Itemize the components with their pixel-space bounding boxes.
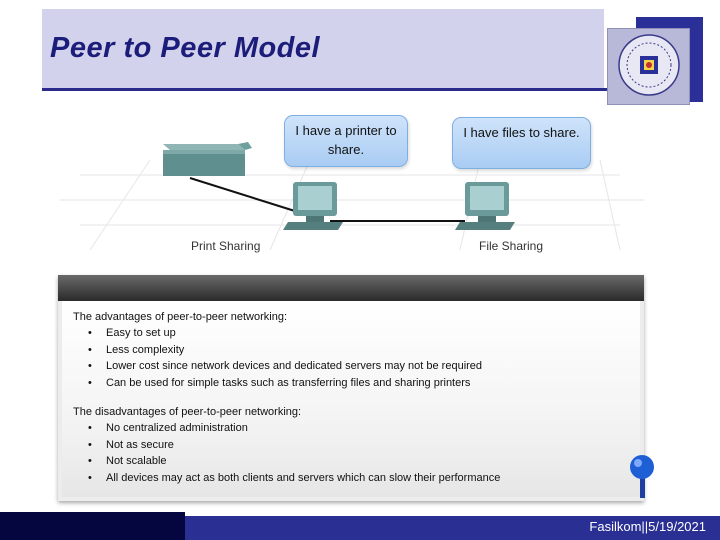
- list-item: • Not as secure: [88, 437, 500, 454]
- list-item: • All devices may act as both clients and…: [88, 470, 500, 487]
- footer-text: Fasilkom||5/19/2021: [589, 519, 706, 534]
- list-item-text: No centralized administration: [106, 422, 248, 434]
- network-diagram: [60, 142, 644, 251]
- info-panel: [58, 275, 644, 501]
- list-item: • Lower cost since network devices and de…: [88, 358, 482, 375]
- panel-body: [62, 301, 640, 497]
- computer-icon: [455, 182, 515, 230]
- printer-icon: [163, 142, 252, 176]
- footer-bar: [185, 516, 720, 540]
- printer-speech-bubble: I have a printer to share.: [284, 115, 408, 167]
- university-seal-icon: [618, 34, 680, 96]
- disadvantages-list: • No centralized administration • Not as s…: [88, 420, 500, 486]
- printer-cable: [189, 177, 299, 213]
- list-item-text: Not as secure: [106, 438, 174, 451]
- list-item-text: Can be used for simple tasks such as tra…: [106, 376, 471, 389]
- list-item: • No centralized administration: [88, 420, 500, 437]
- files-speech-bubble: I have files to share.: [452, 117, 591, 169]
- bullet: •: [88, 360, 92, 373]
- panel-header-bar: [58, 275, 644, 301]
- list-item: • Not scalable: [88, 453, 500, 470]
- network-figure: [60, 100, 644, 270]
- print-sharing-label: Print Sharing: [191, 239, 261, 253]
- map-pin-icon: [630, 455, 654, 498]
- file-sharing-label: File Sharing: [479, 239, 544, 253]
- title-divider: [42, 88, 654, 91]
- list-item-text: Less complexity: [106, 343, 185, 356]
- bullet: •: [88, 376, 92, 389]
- list-item-text: Easy to set up: [106, 327, 176, 339]
- bullet: •: [88, 455, 92, 468]
- list-item-text: Lower cost since network devices and ded…: [106, 360, 483, 373]
- bullet: •: [88, 438, 92, 451]
- advantages-heading: The advantages of peer-to-peer networkin…: [73, 311, 288, 323]
- title-band: [42, 9, 604, 89]
- list-item-text: Not scalable: [106, 455, 167, 468]
- list-item-text: All devices may act as both clients and …: [106, 471, 501, 484]
- advantages-list: • Easy to set up • Less complexity • Lower …: [88, 325, 482, 391]
- slide-title: Peer to Peer Model: [50, 32, 321, 64]
- bullet: •: [88, 471, 92, 484]
- footer-left-block: [0, 512, 185, 540]
- list-item: • Less complexity: [88, 342, 482, 359]
- list-item: • Can be used for simple tasks such as tr…: [88, 375, 482, 392]
- bullet: •: [88, 343, 92, 356]
- bullet: •: [88, 327, 92, 339]
- bullet: •: [88, 422, 92, 434]
- computer-icon: [283, 182, 343, 230]
- list-item: • Easy to set up: [88, 325, 482, 342]
- disadvantages-heading: The disadvantages of peer-to-peer networ…: [73, 406, 302, 418]
